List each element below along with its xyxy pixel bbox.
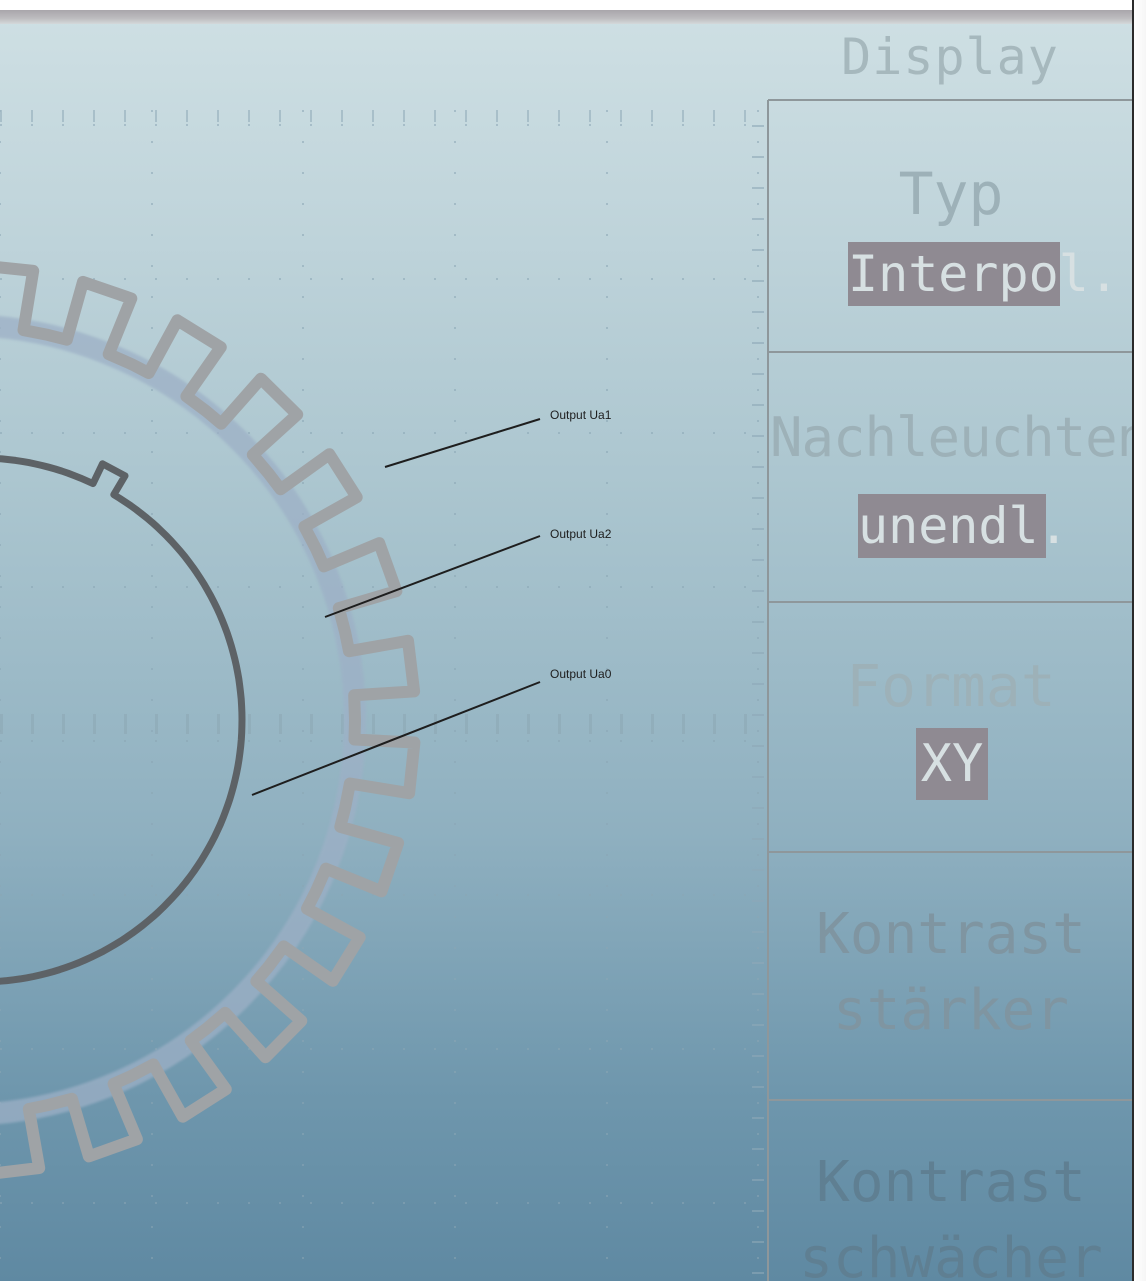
callout-line-ua0	[251, 681, 541, 796]
kontrast-staerker-label-2: stärker	[832, 978, 1069, 1043]
output-ua2-trace	[0, 316, 366, 1124]
menu-frame	[767, 99, 1132, 1281]
nachleuchten-value-badge: unendl.	[858, 494, 1069, 558]
menu-button-format[interactable]: Format XY	[770, 604, 1132, 852]
right-border	[1132, 0, 1146, 1281]
callout-output-ua2: Output Ua2	[550, 527, 612, 541]
screen-top-edge	[0, 10, 1132, 24]
output-ua0-trace	[0, 455, 246, 985]
output-ua1-trace	[0, 261, 421, 1179]
format-value-badge: XY	[916, 728, 988, 800]
typ-value-badge: Interpol.	[848, 242, 1119, 306]
kontrast-schwaecher-label-2: schwächer	[799, 1226, 1103, 1281]
menu-button-kontrast-staerker[interactable]: Kontrast stärker	[770, 854, 1132, 1100]
menu-button-nachleuchten[interactable]: Nachleuchten unendl.	[770, 354, 1132, 602]
kontrast-staerker-label-1: Kontrast	[816, 902, 1086, 967]
top-bar	[0, 0, 1132, 10]
kontrast-schwaecher-label-1: Kontrast	[816, 1150, 1086, 1215]
menu-button-kontrast-schwaecher[interactable]: Kontrast schwächer	[770, 1102, 1132, 1281]
nachleuchten-label: Nachleuchten	[770, 406, 1132, 469]
callout-output-ua1: Output Ua1	[550, 408, 612, 422]
graticule-grid	[0, 110, 764, 1274]
format-label: Format	[846, 652, 1056, 720]
callout-line-ua2	[324, 535, 541, 618]
menu-title: Display	[841, 28, 1059, 86]
typ-label: Typ	[898, 160, 1004, 228]
menu-button-typ[interactable]: Typ Interpol.	[770, 102, 1132, 352]
callout-output-ua0: Output Ua0	[550, 667, 612, 681]
callout-line-ua1	[384, 418, 541, 468]
